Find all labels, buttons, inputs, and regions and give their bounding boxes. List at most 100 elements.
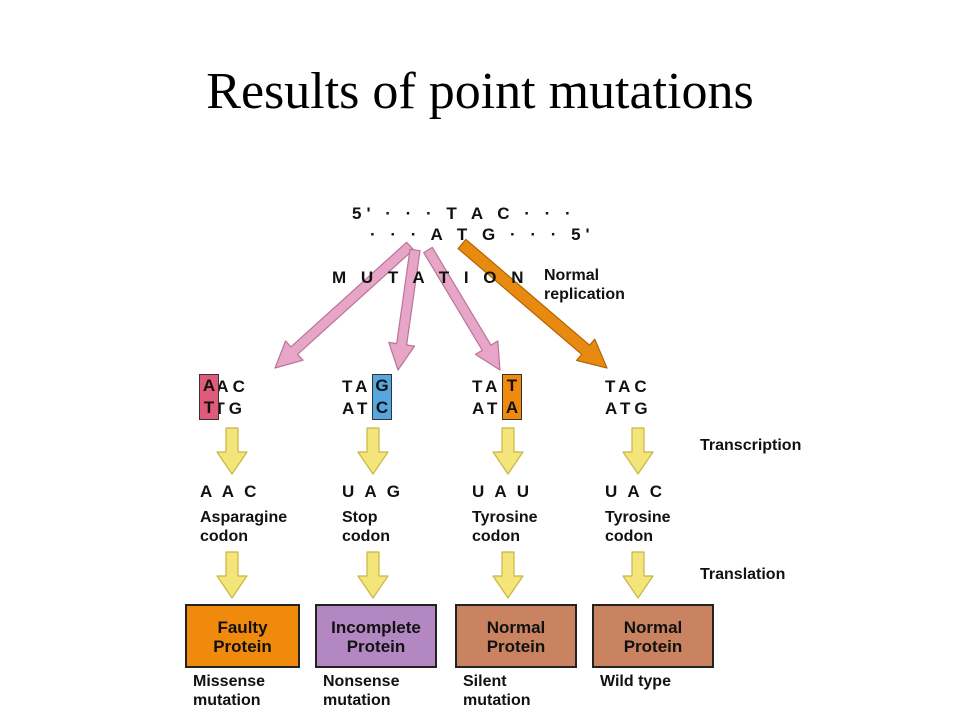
wild-base-bottom-1: A	[605, 399, 621, 418]
nonsense-protein-line-1: Incomplete	[331, 618, 421, 637]
missense-base-top-3: C	[232, 377, 249, 396]
missense-mutated-base-bottom: T	[203, 398, 215, 417]
transcription-arrow-3	[492, 427, 524, 475]
missense-caption-line-2: mutation	[193, 692, 261, 709]
dna-top-strand: 5' · · · T A C · · ·	[352, 204, 576, 223]
flow-arrows	[216, 427, 654, 599]
wild-codon: U A C	[605, 482, 666, 501]
nonsense-caption: Nonsense mutation	[323, 672, 399, 710]
missense-amino-acid-line-1: Asparagine	[200, 509, 288, 526]
wild-amino-acid-line-2: codon	[605, 528, 653, 545]
translation-arrow-3	[492, 551, 524, 599]
dna-bottom-strand: · · · A T G · · · 5'	[370, 225, 595, 244]
nonsense-strand-bottom: ATC	[342, 398, 389, 420]
wild-protein-line-1: Normal	[623, 618, 683, 637]
missense-base-bottom-2: T	[214, 399, 229, 418]
nonsense-mutated-base-bottom: C	[375, 398, 389, 417]
transcription-arrow-2	[357, 427, 389, 475]
mutation-arrow-missense	[274, 241, 414, 369]
nonsense-dna-pair: TAGATC	[342, 376, 389, 420]
nonsense-caption-line-2: mutation	[323, 692, 391, 709]
missense-caption-line-1: Missense	[193, 673, 266, 690]
transcription-arrow-4	[622, 427, 654, 475]
silent-protein-line-2: Protein	[486, 637, 546, 656]
transcription-label: Transcription	[700, 437, 802, 454]
nonsense-strand-top: TAG	[342, 376, 389, 398]
silent-base-top-2: A	[485, 377, 501, 396]
wild-caption-line-1: Wild type	[600, 673, 671, 690]
silent-base-bottom-1: A	[472, 399, 488, 418]
silent-base-bottom-2: T	[487, 399, 501, 418]
missense-protein-line-1: Faulty	[217, 618, 268, 637]
nonsense-amino-acid-line-1: Stop	[342, 509, 378, 526]
nonsense-amino-acid: Stop codon	[342, 508, 390, 546]
silent-amino-acid-line-2: codon	[472, 528, 520, 545]
silent-caption: Silent mutation	[463, 672, 531, 710]
nonsense-mutated-base-top: G	[375, 376, 389, 395]
wild-strand-top: TAC	[605, 376, 652, 398]
missense-dna-pair: AACTTG	[200, 376, 249, 420]
silent-strand-top: TAT	[472, 376, 516, 398]
silent-base-top-1: T	[472, 377, 486, 396]
missense-protein-line-2: Protein	[213, 637, 272, 656]
silent-mutated-base-bottom: A	[505, 398, 519, 417]
wild-base-top-2: A	[618, 377, 635, 396]
missense-strand-top: AAC	[200, 376, 249, 398]
nonsense-codon: U A G	[342, 482, 403, 501]
mutation-arrow-silent	[423, 246, 501, 371]
silent-caption-line-2: mutation	[463, 692, 531, 709]
missense-base-top-2: A	[216, 377, 233, 396]
mutation-label: M U T A T I O N	[332, 268, 529, 287]
nonsense-protein-line-2: Protein	[346, 637, 406, 656]
translation-arrow-4	[622, 551, 654, 599]
page-title: Results of point mutations	[206, 63, 754, 120]
missense-amino-acid-line-2: codon	[200, 528, 248, 545]
silent-mutated-base-top: T	[506, 376, 518, 395]
silent-amino-acid-line-1: Tyrosine	[472, 509, 538, 526]
silent-protein-line-1: Normal	[486, 618, 546, 637]
missense-codon: A A C	[200, 482, 260, 501]
normal-replication-line-2: replication	[544, 286, 625, 303]
missense-base-bottom-3: G	[228, 399, 247, 418]
mutation-arrows	[274, 238, 608, 371]
wild-base-top-3: C	[634, 377, 651, 396]
wild-base-top-1: T	[605, 377, 619, 396]
mutation-arrow-nonsense	[388, 248, 421, 371]
translation-label: Translation	[700, 566, 786, 583]
missense-caption: Missense mutation	[193, 672, 265, 710]
silent-strand-bottom: ATA	[472, 398, 516, 420]
nonsense-base-top-1: T	[342, 377, 356, 396]
nonsense-base-top-2: A	[355, 377, 372, 396]
wild-strand-bottom: ATG	[605, 398, 652, 420]
silent-amino-acid: Tyrosine codon	[472, 508, 538, 546]
silent-caption-line-1: Silent	[463, 673, 507, 690]
transcription-arrow-1	[216, 427, 248, 475]
wild-caption: Wild type	[600, 672, 671, 691]
silent-dna-pair: TATATA	[472, 376, 516, 420]
replication-arrow	[457, 238, 608, 369]
translation-arrow-1	[216, 551, 248, 599]
nonsense-base-bottom-2: T	[357, 399, 372, 418]
translation-arrow-2	[357, 551, 389, 599]
silent-codon: U A U	[472, 482, 533, 501]
missense-mutated-base-top: A	[202, 376, 216, 395]
wild-base-bottom-3: G	[634, 399, 652, 418]
nonsense-caption-line-1: Nonsense	[323, 673, 400, 690]
wild-base-bottom-2: T	[620, 399, 635, 418]
wild-amino-acid: Tyrosine codon	[605, 508, 671, 546]
missense-amino-acid: Asparagine codon	[200, 508, 287, 546]
normal-replication-line-1: Normal	[544, 267, 600, 284]
wild-amino-acid-line-1: Tyrosine	[605, 509, 671, 526]
nonsense-amino-acid-line-2: codon	[342, 528, 390, 545]
wild-protein-line-2: Protein	[623, 637, 683, 656]
nonsense-base-bottom-1: A	[342, 399, 358, 418]
